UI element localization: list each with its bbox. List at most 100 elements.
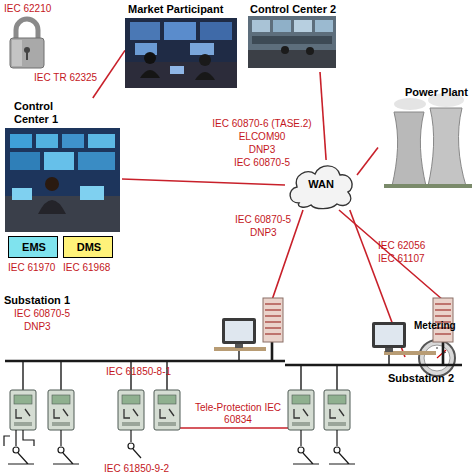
market-photo <box>200 22 232 40</box>
substation-area: Substation 1 <box>0 292 180 474</box>
control-center-photo <box>78 152 115 170</box>
computer-terminal <box>372 322 406 348</box>
node-text: WAN <box>285 178 357 191</box>
ied-device <box>154 390 180 430</box>
substation-wiring <box>22 361 23 390</box>
protocol-label: DNP3 <box>207 144 317 156</box>
control-center-photo <box>62 134 84 148</box>
substation-wiring <box>271 342 274 361</box>
node-text: Market Participant <box>128 3 223 16</box>
control-center-photo <box>36 134 58 148</box>
market-photo <box>140 70 160 78</box>
control-center-photo <box>45 177 59 191</box>
control-center-photo <box>44 152 74 170</box>
switch-symbol <box>53 453 79 464</box>
node-text: Control Center 2 <box>250 3 336 16</box>
node-text: Substation 1 <box>4 294 70 307</box>
lock-icon <box>10 38 44 68</box>
computer-terminal <box>222 318 256 344</box>
computer-terminal <box>225 321 253 341</box>
substation-area: Substation 2 <box>288 366 474 474</box>
protocol-label: ELCOM90 <box>207 131 317 143</box>
connector-line <box>93 50 125 98</box>
node-text: DMS <box>64 241 114 254</box>
protocol-label: IEC 61850-9-2 <box>104 463 169 474</box>
control-center-photo <box>248 16 336 68</box>
control-center-photo <box>248 50 336 68</box>
control-center-node: Control Center 1EMSDMS <box>5 98 122 260</box>
protocol-label: IEC 61968 <box>63 262 110 274</box>
rtu-rack <box>265 304 281 334</box>
switch-symbol <box>13 447 19 453</box>
control-center-photo <box>315 20 333 32</box>
protocol-label: IEC 61107 <box>378 253 425 265</box>
substation-wiring <box>5 360 285 363</box>
substation-wiring <box>285 364 462 367</box>
control-center-photo <box>248 16 336 68</box>
control-center-photo <box>294 20 312 32</box>
substation-wiring <box>300 365 301 390</box>
market-photo <box>190 43 214 55</box>
power-plant-illustration <box>384 184 472 188</box>
switch-symbol <box>293 453 319 464</box>
edge-label: IEC TR 62325 <box>34 72 97 84</box>
switch-symbol <box>8 453 34 464</box>
control-center-photo <box>10 152 40 170</box>
protocol-label: IEC 60870-5 <box>14 308 70 320</box>
protocol-label: DNP3 <box>250 227 277 239</box>
connector-line <box>357 148 378 175</box>
substation-wiring <box>388 354 389 365</box>
control-center-photo <box>5 196 120 232</box>
protocol-label: IEC 62056 <box>378 240 425 252</box>
computer-terminal <box>235 344 243 348</box>
market-photo <box>195 72 215 80</box>
connector-line <box>122 179 285 185</box>
protocol-label: DNP3 <box>24 321 51 333</box>
market-photo <box>144 52 156 64</box>
market-photo <box>170 66 184 74</box>
connector-line <box>180 210 303 361</box>
control-center-photo <box>252 36 332 44</box>
computer-terminal <box>214 318 436 355</box>
market-photo <box>164 22 196 40</box>
control-center-photo <box>80 186 104 200</box>
market-photo <box>125 62 237 88</box>
lock-icon <box>12 40 22 66</box>
switch-symbol <box>329 453 355 464</box>
computer-terminal <box>375 325 403 345</box>
meter-gauge <box>419 340 455 376</box>
meter-gauge <box>424 345 450 371</box>
ied-device <box>288 390 314 430</box>
substation-wiring <box>442 342 445 366</box>
node-text: Power Plant <box>405 86 468 99</box>
control-center-photo <box>306 47 314 55</box>
switch-symbol <box>133 449 141 458</box>
meter-gauge <box>419 340 455 376</box>
market-photo <box>135 43 157 55</box>
power-plant-illustration <box>392 112 426 186</box>
substation-wiring <box>5 342 462 390</box>
meter-gauge <box>437 350 446 358</box>
switch-symbol <box>300 430 301 446</box>
lock-icon <box>26 52 28 60</box>
substation-wiring <box>238 350 239 361</box>
system-box: DMS <box>63 236 113 258</box>
substation-wiring <box>60 361 61 390</box>
switch-symbol <box>4 430 34 446</box>
node-text: EMS <box>9 241 59 254</box>
control-center-photo <box>10 134 32 148</box>
ied-device <box>118 390 144 430</box>
protocol-label: IEC 60870-5 <box>207 157 317 169</box>
plant-node: Power Plant <box>378 84 474 190</box>
market-photo <box>125 18 237 88</box>
control-center-photo <box>88 134 115 148</box>
substation-wiring <box>336 365 337 390</box>
wan-cloud: WAN <box>285 160 357 210</box>
control-center-photo <box>5 128 120 232</box>
switch-symbol <box>128 443 134 449</box>
node-text: Metering <box>414 320 456 332</box>
power-plant-illustration <box>394 98 426 110</box>
control-center-photo <box>273 20 291 32</box>
meter-node: Metering <box>405 318 471 378</box>
lock-icon <box>10 19 44 68</box>
